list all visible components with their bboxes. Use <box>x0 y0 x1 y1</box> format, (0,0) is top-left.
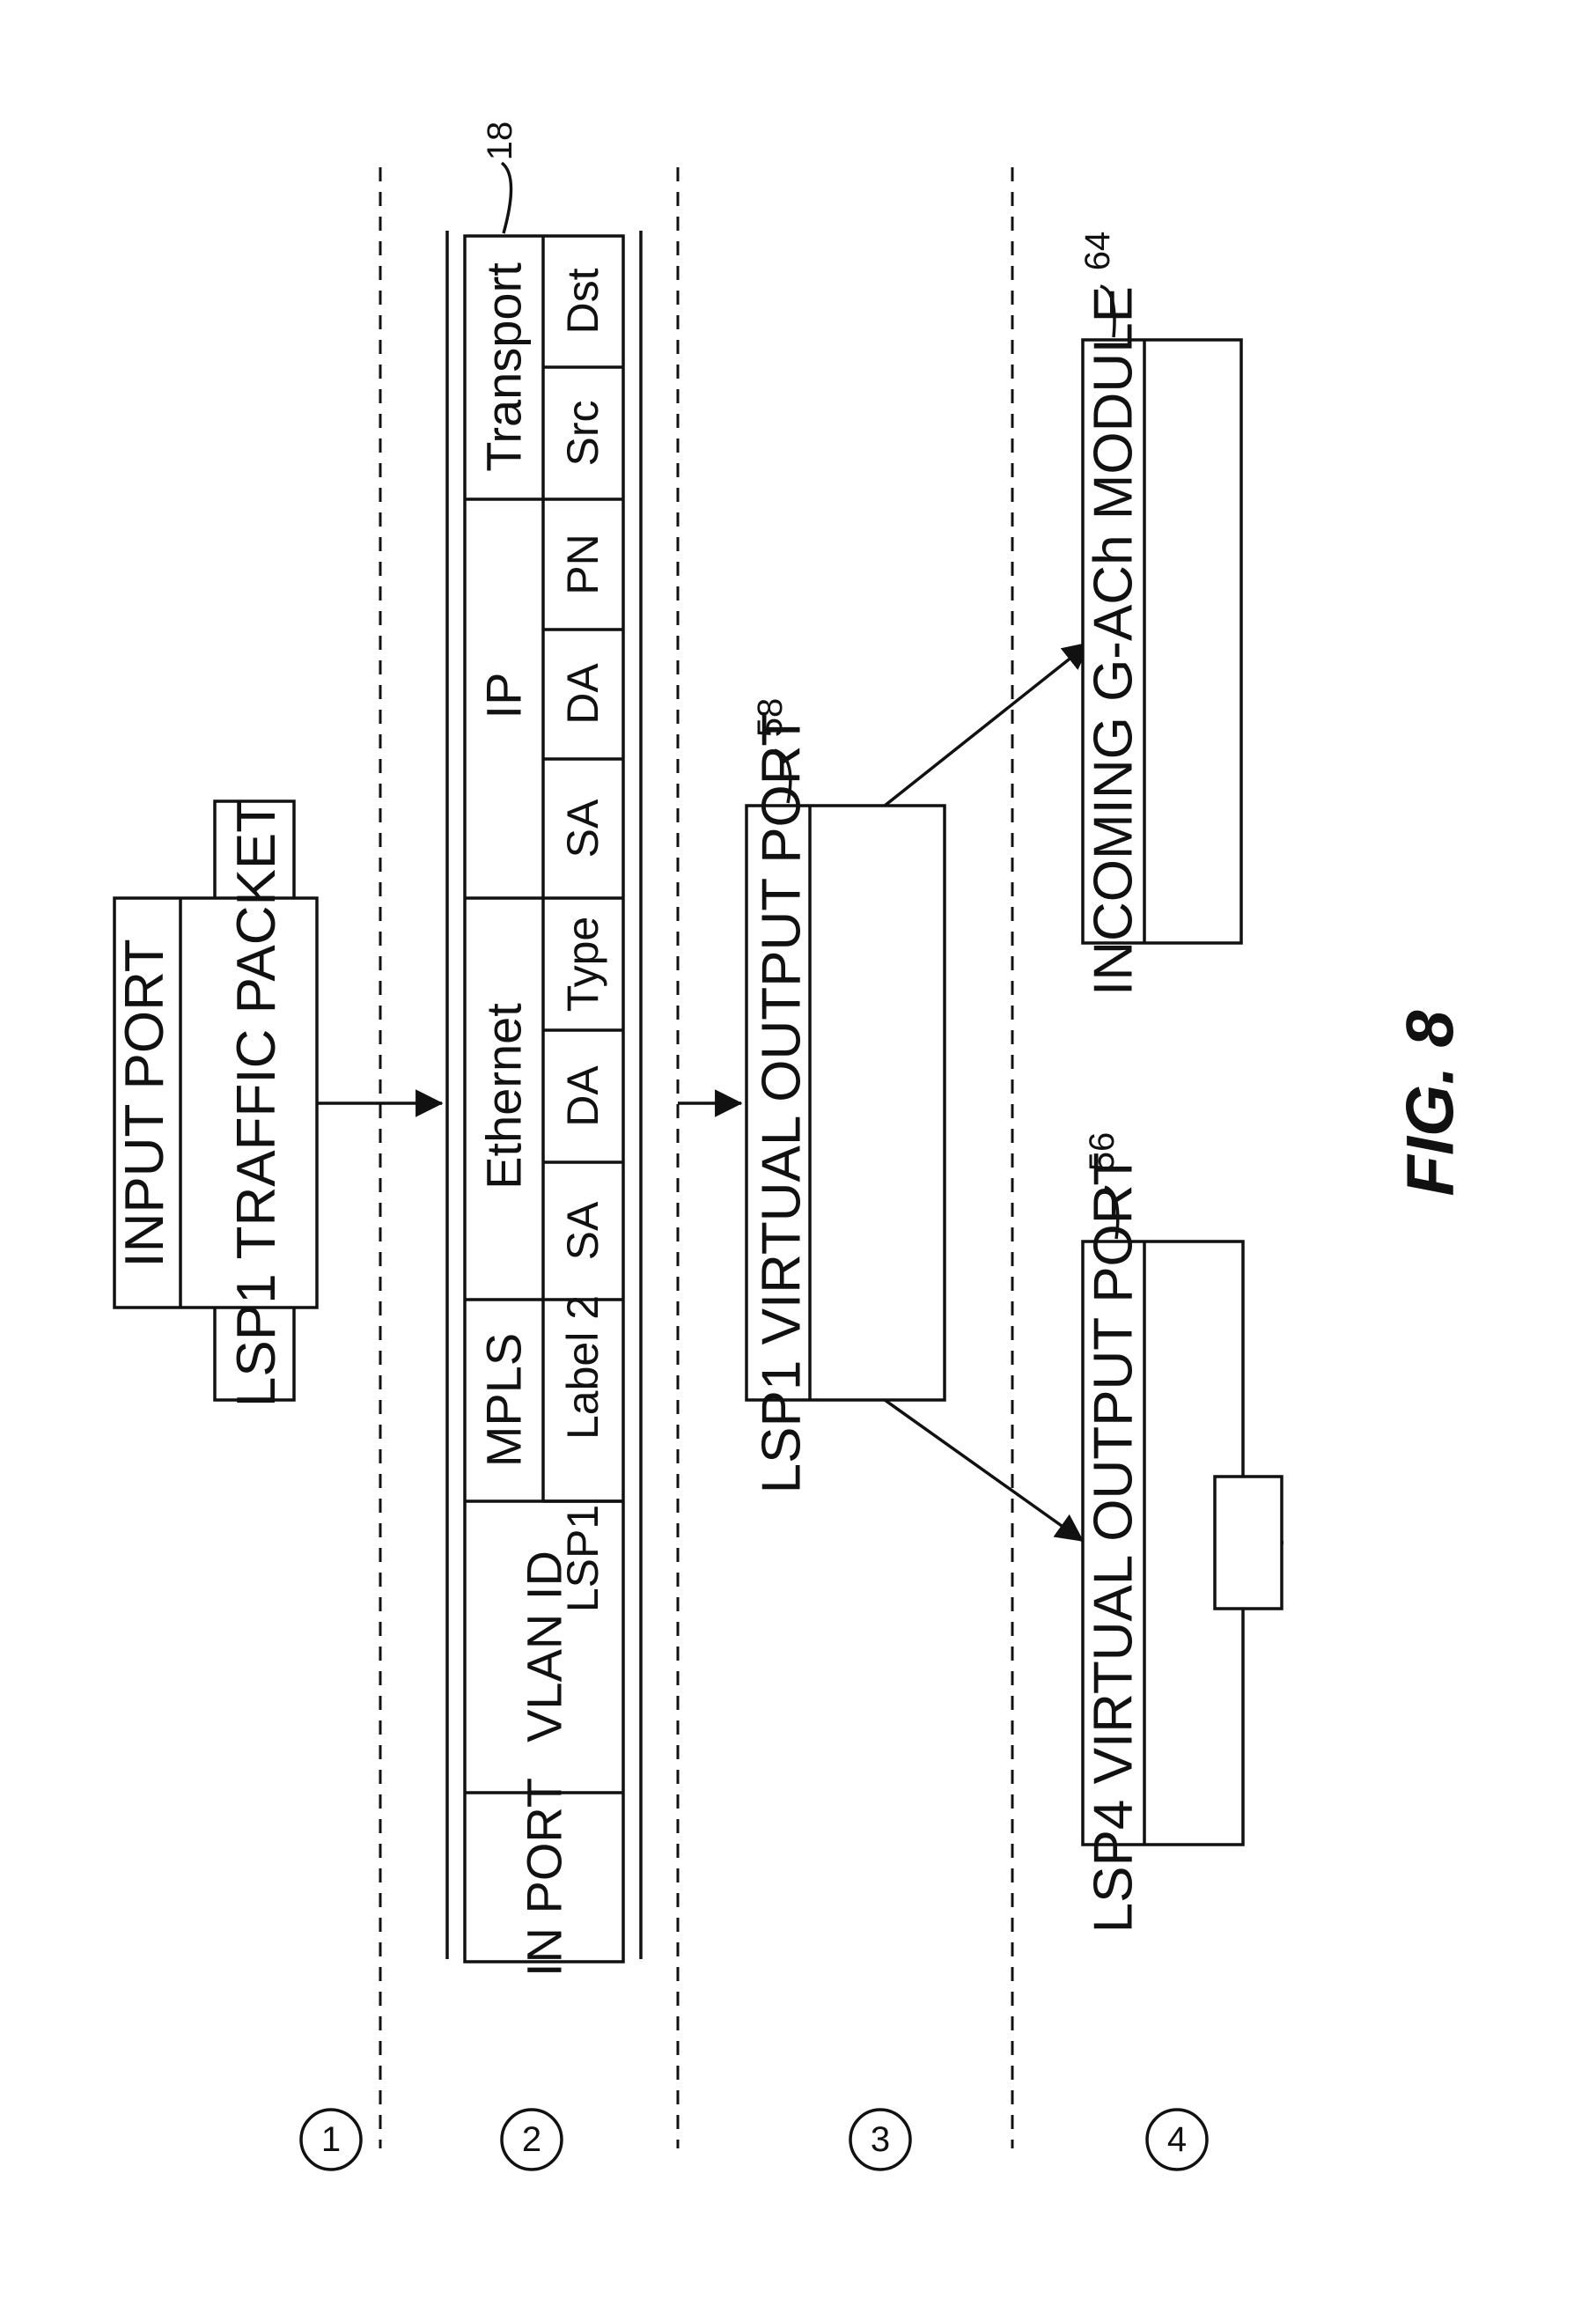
stage-number: 1 <box>321 2120 341 2159</box>
field-ip-sa-label: SA <box>558 799 607 858</box>
ref-18-leader <box>502 163 511 233</box>
group-mpls-label: MPLS <box>476 1333 532 1468</box>
stage-number: 3 <box>871 2120 890 2159</box>
stage-marker-2: 2 <box>502 2110 562 2170</box>
ref-18: 18 <box>481 122 519 161</box>
field-label2-label: Label 2 <box>558 1295 607 1440</box>
field-eth-sa-label: SA <box>558 1201 607 1260</box>
ref-58: 58 <box>751 698 790 738</box>
group-ethernet-label: Ethernet <box>476 1003 532 1190</box>
input-port-label: INPUT PORT <box>114 939 175 1267</box>
field-lsp1-label: LSP1 <box>558 1505 607 1612</box>
match-table: Transport IP Ethernet MPLS VLAN ID IN PO… <box>447 231 641 1977</box>
field-eth-type-label: Type <box>558 917 607 1012</box>
lsp4-virtual-output-port-label: LSP4 VIRTUAL OUTPUT PORT <box>1084 1153 1144 1934</box>
stage-marker-3: 3 <box>850 2110 910 2170</box>
lsp1-virtual-output-port-label: LSP1 VIRTUAL OUTPUT PORT <box>752 713 813 1494</box>
field-eth-da-label: DA <box>558 1065 607 1127</box>
group-ip-label: IP <box>476 673 532 719</box>
field-ip-pn-label: PN <box>558 534 607 594</box>
field-ip-da-label: DA <box>558 663 607 725</box>
gach-module-label: INCOMING G-ACh MODULE <box>1084 286 1144 996</box>
stage-marker-4: 4 <box>1147 2110 1207 2170</box>
lsp1-traffic-packet-label: LSP1 TRAFFIC PACKET <box>226 799 287 1407</box>
ref-56: 56 <box>1083 1132 1122 1172</box>
group-transport-label: Transport <box>476 262 532 472</box>
stage-number: 4 <box>1167 2120 1187 2159</box>
ref-64: 64 <box>1078 232 1117 271</box>
arrow-to-gach-module <box>885 643 1090 806</box>
field-src-label: Src <box>558 401 607 467</box>
stage-number: 2 <box>522 2120 541 2159</box>
lsp4-buffer-block <box>1215 1477 1282 1609</box>
figure-caption: FIG. 8 <box>1394 1010 1468 1197</box>
field-dst-label: Dst <box>558 268 607 334</box>
stage-marker-1: 1 <box>301 2110 361 2170</box>
group-in-port-label: IN PORT <box>517 1778 572 1977</box>
arrow-to-lsp4-port <box>885 1400 1083 1541</box>
